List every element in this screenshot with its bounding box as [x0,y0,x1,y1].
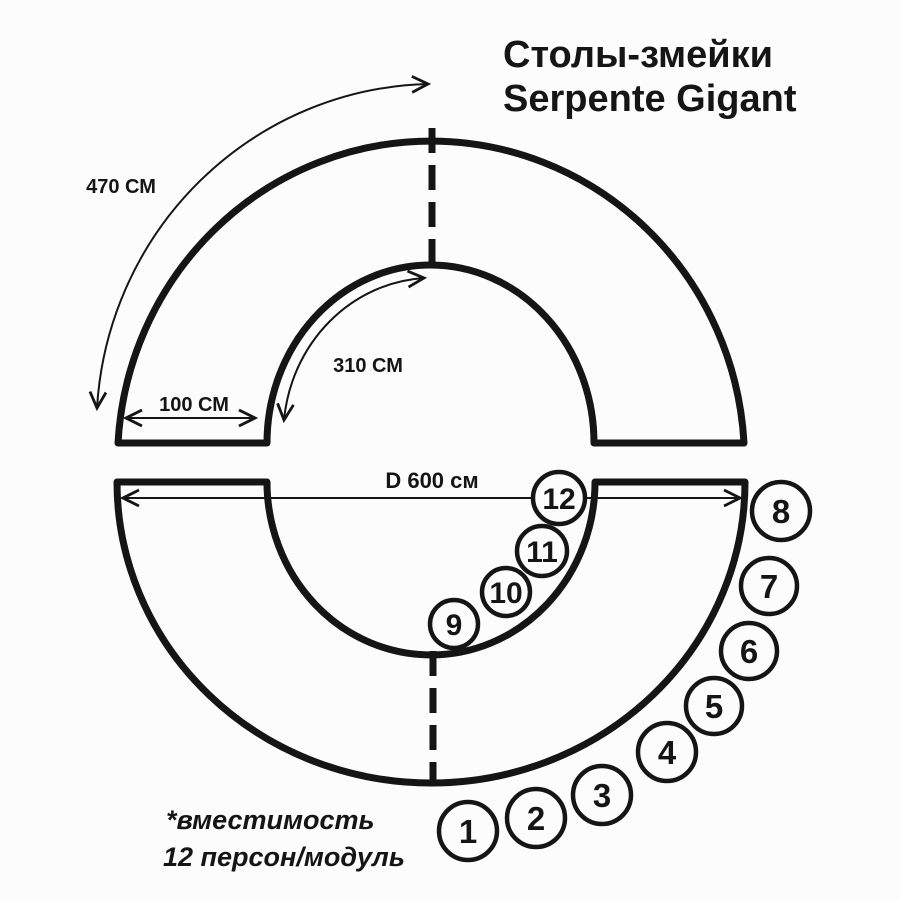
outer-arc-length-arrow [88,75,432,412]
module-depth-label: 100 СМ [159,394,229,416]
seat-2-circle [504,786,568,850]
page-title-line-2: Serpente Gigant [503,78,797,120]
seat-10-label: 10 [489,577,522,610]
seat-5-circle [683,675,745,737]
seat-4-label: 4 [658,734,677,771]
seat-11-circle [514,523,570,579]
seat-10: 10 [479,565,533,619]
seat-1-label: 1 [459,813,477,850]
seat-2-label: 2 [527,800,545,837]
seat-2: 2 [504,786,568,850]
seat-1-circle [436,799,500,863]
seat-7: 7 [738,555,800,617]
seat-12-label: 12 [542,483,575,516]
seat-5-label: 5 [705,688,723,725]
seat-5: 5 [683,675,745,737]
table-module-bottom [113,478,749,787]
seat-11: 11 [514,523,570,579]
seat-4: 4 [635,720,699,784]
seat-4-circle [635,720,699,784]
seat-7-circle [738,555,800,617]
seat-7-label: 7 [760,568,778,605]
seat-6: 6 [718,620,780,682]
seat-8-label: 8 [772,493,790,530]
diameter-label: D 600 см [385,468,478,493]
seat-10-circle [479,565,533,619]
seat-3-circle [570,763,634,827]
page-title-line-1: Столы-змейки [503,34,773,76]
seat-9: 9 [427,597,481,651]
seat-11-label: 11 [526,536,558,569]
seat-6-label: 6 [740,633,758,670]
footnote-line-1: *вместимость [166,805,375,835]
inner-arc-length-arrow [276,269,428,424]
seat-8-circle [749,479,813,543]
footnote-line-2: 12 персон/модуль [163,842,405,872]
seat-3-label: 3 [593,777,611,814]
seat-9-label: 9 [446,609,463,642]
seat-12-circle [530,469,588,527]
seat-3: 3 [570,763,634,827]
outer-arc-length-label: 470 СМ [86,176,156,198]
seat-8: 8 [749,479,813,543]
seat-1: 1 [436,799,500,863]
seat-9-circle [427,597,481,651]
seat-12: 12 [530,469,588,527]
seat-6-circle [718,620,780,682]
inner-arc-length-label: 310 СМ [333,355,403,377]
